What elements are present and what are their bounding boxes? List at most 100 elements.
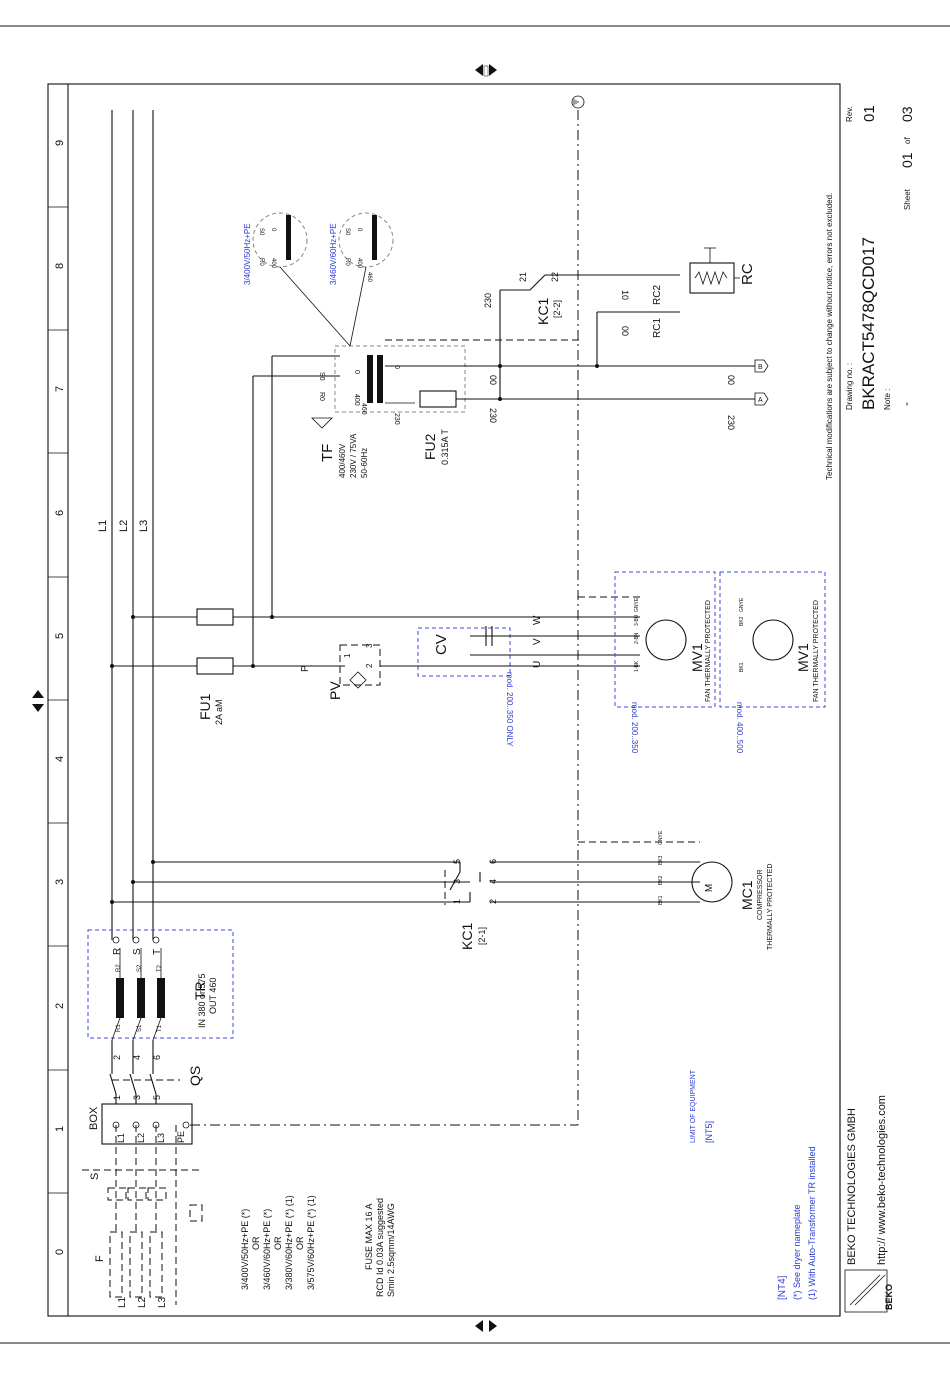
note-value: - xyxy=(899,402,913,406)
svg-text:Smin 2.5sqmm/14AWG: Smin 2.5sqmm/14AWG xyxy=(386,1203,396,1297)
svg-text:BK2: BK2 xyxy=(658,875,664,885)
pv-pins: 1 2 3 xyxy=(343,643,374,668)
output-arrow-b xyxy=(754,359,769,373)
svg-text:L3: L3 xyxy=(156,1133,166,1143)
mv1b-tag: FAN THERMALLY PROTECTED xyxy=(813,600,820,702)
svg-text:BK1: BK1 xyxy=(739,662,745,672)
svg-text:3/460V/60Hz+PE (*): 3/460V/60Hz+PE (*) xyxy=(262,1209,272,1290)
svg-text:230: 230 xyxy=(393,413,400,425)
mv1b-label: MV1 xyxy=(795,643,811,672)
box-terminals: L1 L2 L3 PE xyxy=(116,1131,186,1143)
mv1b-wires: BK1 BK2 GNYE xyxy=(739,597,745,672)
mv1a-box xyxy=(614,571,716,708)
grid-col-4: 4 xyxy=(54,756,66,762)
center-marks xyxy=(32,64,497,1332)
svg-text:0: 0 xyxy=(353,370,360,374)
box-screws xyxy=(112,1121,190,1129)
svg-text:GNYE: GNYE xyxy=(634,597,640,612)
tf-detail-b-title: 3/460V/60Hz+PE xyxy=(329,223,338,285)
svg-text:T: T xyxy=(152,949,163,955)
wire-230-a: 230 xyxy=(483,293,493,308)
output-a: A xyxy=(758,397,763,404)
wire-00-a: 00 xyxy=(488,375,498,385)
rev-value: 01 xyxy=(861,105,878,122)
sheet-number: 01 xyxy=(899,152,915,168)
svg-text:FUSE MAX 16 A: FUSE MAX 16 A xyxy=(364,1203,374,1270)
grid-col-7: 7 xyxy=(54,386,66,392)
svg-text:RC1: RC1 xyxy=(652,318,663,338)
mc1-wires: BK1 BK2 BK3 GNYE xyxy=(658,830,664,905)
supply-s-label: S xyxy=(89,1173,101,1180)
tf-detail-leader xyxy=(279,266,351,347)
label-l1: L1 xyxy=(97,520,109,532)
warning-icon xyxy=(311,417,333,429)
svg-text:OR: OR xyxy=(251,1236,261,1250)
svg-text:3: 3 xyxy=(365,643,374,648)
svg-text:GNYE: GNYE xyxy=(739,597,745,612)
pv-p: P xyxy=(300,665,311,672)
svg-text:230V / 75VA: 230V / 75VA xyxy=(349,433,358,478)
svg-text:400/460V: 400/460V xyxy=(338,443,347,478)
svg-text:1: 1 xyxy=(452,899,462,904)
box-terminal-block xyxy=(101,1103,193,1145)
note-2: (1) With Auto-Transformer TR installed xyxy=(807,1146,817,1300)
pv-label: PV xyxy=(327,681,343,700)
svg-text:400: 400 xyxy=(270,258,276,269)
kc1-main-label: KC1 xyxy=(459,923,475,950)
svg-text:L1: L1 xyxy=(116,1133,126,1143)
svg-text:460: 460 xyxy=(360,403,367,415)
svg-text:R2: R2 xyxy=(116,964,122,972)
kc1-to-mc1-wires xyxy=(490,841,700,903)
svg-text:R0: R0 xyxy=(318,392,325,401)
cv-option-box xyxy=(417,627,511,677)
svg-text:50-60Hz: 50-60Hz xyxy=(360,448,369,478)
svg-text:RC2: RC2 xyxy=(652,285,663,305)
wire-00-b: 00 xyxy=(726,375,736,385)
supply-fuse-note: FUSE MAX 16 A RCD Id 0.03A suggested Smi… xyxy=(364,1198,396,1297)
svg-text:BK2: BK2 xyxy=(739,616,745,626)
svg-text:S: S xyxy=(132,948,143,955)
svg-text:S1: S1 xyxy=(137,1024,143,1032)
limit-of-equipment: LIMIT OF EQUIPMENT xyxy=(690,1069,697,1143)
svg-text:3: 3 xyxy=(132,1095,142,1100)
svg-text:1: 1 xyxy=(343,653,352,658)
svg-text:3-BU: 3-BU xyxy=(634,614,640,626)
svg-text:5: 5 xyxy=(152,1095,162,1100)
tf-detail-labels: 400 0 R0 S0 400 0 R0 S0 460 xyxy=(258,228,372,283)
grid-col-6: 6 xyxy=(54,510,66,516)
grid-col-0: 0 xyxy=(54,1249,66,1255)
mv1a-motor-symbol xyxy=(645,619,687,661)
svg-text:4: 4 xyxy=(132,1055,142,1060)
kc1-main-contacts xyxy=(444,862,481,905)
company-url: http:// www.beko-technologies.com xyxy=(876,1095,888,1265)
box-label: BOX xyxy=(88,1106,100,1130)
tf-transformer xyxy=(253,290,580,413)
svg-text:21: 21 xyxy=(518,272,528,282)
supply-fuses xyxy=(82,1125,203,1305)
svg-text:S0: S0 xyxy=(258,228,264,236)
grid-col-9: 9 xyxy=(54,140,66,146)
tf-detail-leader-b xyxy=(349,266,367,347)
supply-l1: L1 xyxy=(117,1296,128,1308)
svg-text:W: W xyxy=(532,615,543,625)
tf-detail-a-coil xyxy=(286,215,291,260)
qs-label: QS xyxy=(187,1066,203,1086)
tr-label: TR xyxy=(192,981,208,1000)
svg-text:R1: R1 xyxy=(116,1024,122,1032)
tr-coils xyxy=(111,948,165,1041)
svg-text:T2: T2 xyxy=(157,964,163,972)
svg-text:L2: L2 xyxy=(136,1133,146,1143)
svg-text:400: 400 xyxy=(356,258,362,269)
mc1-line2: COMPRESSOR xyxy=(757,869,764,920)
tf-label: TF xyxy=(319,444,336,462)
rev-label: Rev. xyxy=(845,106,854,122)
grid-col-1: 1 xyxy=(54,1126,66,1132)
grid-ticks xyxy=(48,206,68,1194)
note-label: Note : xyxy=(883,389,892,410)
drawing-number: BKRACT5478QCD017 xyxy=(859,237,878,410)
tf-pins: R0 S0 400 0 460 230 0 xyxy=(318,365,400,425)
mc1-m: M xyxy=(704,884,715,892)
wire-00-c: 00 xyxy=(620,326,630,336)
